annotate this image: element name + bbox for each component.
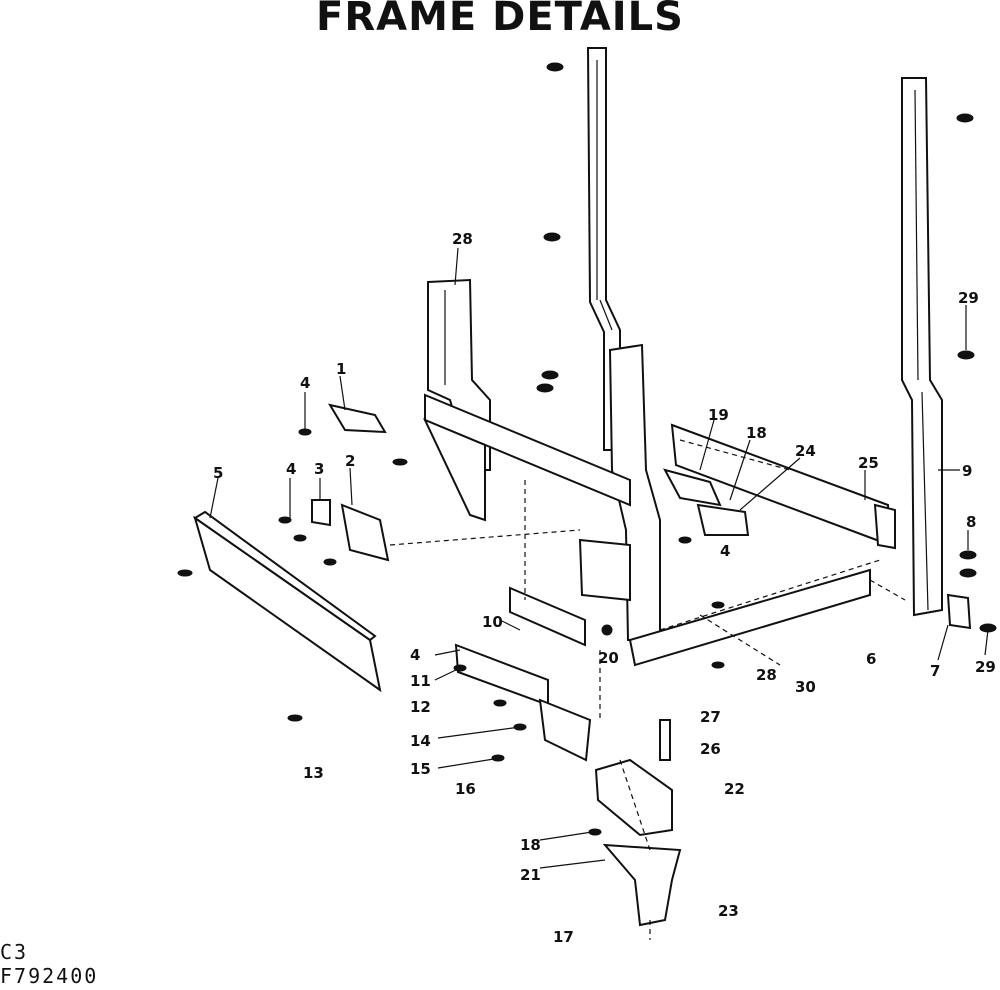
callout-7: 7: [930, 662, 940, 680]
bracket-10-12: [454, 586, 586, 707]
callout-12: 12: [410, 698, 431, 716]
callout-3: 3: [314, 460, 324, 478]
callout-29-bottom: 29: [975, 658, 996, 676]
callout-19: 19: [708, 406, 729, 424]
callout-30: 30: [795, 678, 816, 696]
callout-4-left: 4: [286, 460, 296, 478]
callout-24: 24: [795, 442, 816, 460]
leader-lines: [209, 247, 989, 869]
callout-13: 13: [303, 764, 324, 782]
bracket-16: [538, 698, 592, 762]
callout-28-right: 28: [756, 666, 777, 684]
callout-4-top: 4: [300, 374, 310, 392]
page-title: FRAME DETAILS: [316, 0, 684, 40]
assembly-guide-lines: [389, 439, 906, 940]
callout-16: 16: [455, 780, 476, 798]
post-26: [659, 719, 671, 761]
callout-6: 6: [866, 650, 876, 668]
center-front-upright: [578, 343, 661, 641]
kickplate-panel: [193, 510, 382, 693]
callout-4-bottom: 4: [410, 646, 420, 664]
callout-21: 21: [520, 866, 541, 884]
callout-1: 1: [336, 360, 346, 378]
leveling-bracket-7: [946, 593, 972, 630]
callout-18-bottom: 18: [520, 836, 541, 854]
callout-28-top: 28: [452, 230, 473, 248]
callout-8: 8: [966, 513, 976, 531]
callout-23: 23: [718, 902, 739, 920]
callout-17: 17: [553, 928, 574, 946]
callout-10: 10: [482, 613, 503, 631]
callout-27: 27: [700, 708, 721, 726]
leg-23: [602, 843, 682, 927]
top-cross-beam: [422, 393, 631, 522]
callout-4-center: 4: [720, 542, 730, 560]
callout-26: 26: [700, 740, 721, 758]
callout-2: 2: [345, 452, 355, 470]
bracket-1: [327, 403, 387, 434]
callout-15: 15: [410, 760, 431, 778]
hinge-22: [594, 758, 673, 837]
catalog-code-c3: C3: [0, 940, 29, 964]
catalog-code-number: F792400: [0, 964, 99, 988]
callout-11: 11: [410, 672, 431, 690]
callout-22: 22: [724, 780, 745, 798]
right-upright-rail: [901, 77, 943, 617]
screw-icons: [177, 62, 997, 836]
callout-20: 20: [598, 649, 619, 667]
callout-5: 5: [213, 464, 223, 482]
callout-29-top: 29: [958, 289, 979, 307]
callout-14: 14: [410, 732, 431, 750]
bracket-2: [340, 503, 390, 562]
bracket-18-19: [663, 468, 750, 536]
bracket-3: [311, 499, 331, 527]
callout-labels: 1 2 3 4 4 5 28 19 18 24 25 9 29 8 4 7 29…: [213, 230, 996, 946]
callout-25: 25: [858, 454, 879, 472]
callout-18-right: 18: [746, 424, 767, 442]
rear-right-beam: [670, 423, 896, 550]
front-bottom-rail: [628, 559, 881, 667]
callout-9: 9: [962, 462, 972, 480]
